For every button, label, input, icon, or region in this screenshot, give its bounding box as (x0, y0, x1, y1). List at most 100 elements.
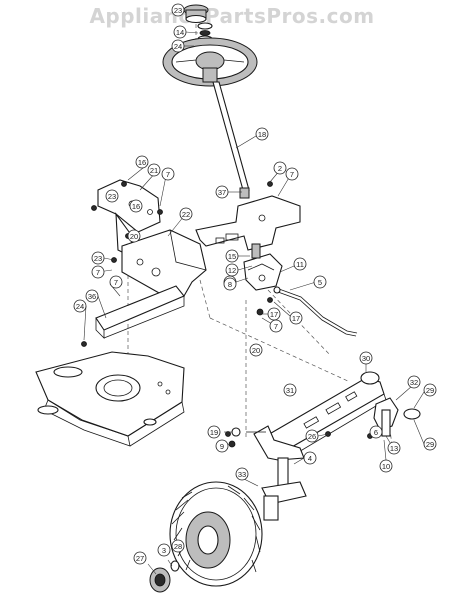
callout-label: 36 (88, 292, 96, 301)
hub-cap (149, 560, 180, 593)
callout-label: 23 (174, 6, 182, 15)
callout-label: 7 (166, 170, 170, 179)
callout-label: 21 (150, 166, 158, 175)
callout-group: 2314241816217372722151281152372436717177… (73, 3, 437, 565)
callout-17: 17 (289, 311, 303, 325)
left-spindle (253, 425, 307, 521)
callout-label: 18 (258, 130, 266, 139)
callout-label: 2 (278, 164, 282, 173)
callout-label: 16 (138, 158, 146, 167)
callout-23: 23 (105, 189, 119, 203)
callout-label: 11 (296, 260, 304, 269)
callout-9: 9 (215, 439, 229, 453)
callout-label: 29 (426, 440, 434, 449)
watermark: AppliancePartsPros.com (89, 4, 375, 28)
callout-label: 37 (218, 188, 226, 197)
callout-8: 8 (223, 277, 237, 291)
frame-bracket-left (121, 229, 207, 299)
callout-14: 14 (173, 25, 187, 39)
callout-5: 5 (313, 275, 327, 289)
callout-7: 7 (91, 265, 105, 279)
callout-7: 7 (109, 275, 123, 289)
callout-label: 27 (136, 554, 144, 563)
callout-23: 23 (171, 3, 185, 17)
steering-wheel (162, 37, 258, 87)
steering-cap (183, 4, 209, 24)
callout-label: 24 (174, 42, 182, 51)
callout-7: 7 (161, 167, 175, 181)
callout-16: 16 (135, 155, 149, 169)
callout-2: 2 (273, 161, 287, 175)
callout-4: 4 (303, 451, 317, 465)
front-tire (169, 481, 263, 587)
callout-label: 31 (286, 386, 294, 395)
callout-31: 31 (283, 383, 297, 397)
callout-7: 7 (285, 167, 299, 181)
callout-20: 20 (249, 343, 263, 357)
callout-label: 23 (108, 192, 116, 201)
callout-17: 17 (267, 307, 281, 321)
right-spindle (373, 397, 421, 437)
callout-24: 24 (73, 299, 87, 313)
callout-15: 15 (225, 249, 239, 263)
callout-label: 3 (162, 546, 166, 555)
callout-13: 13 (387, 441, 401, 455)
callout-label: 14 (176, 28, 184, 37)
callout-label: 28 (174, 542, 182, 551)
callout-leaders (83, 9, 425, 575)
callout-label: 24 (76, 302, 84, 311)
support-channel (95, 285, 185, 339)
callout-label: 17 (270, 310, 278, 319)
callout-32: 32 (407, 375, 421, 389)
callout-label: 7 (96, 268, 100, 277)
callout-16: 16 (129, 199, 143, 213)
callout-label: 29 (426, 386, 434, 395)
callout-3: 3 (157, 543, 171, 557)
callout-label: 7 (114, 278, 118, 287)
callout-label: 8 (228, 280, 232, 289)
callout-label: 32 (410, 378, 418, 387)
callout-29: 29 (423, 383, 437, 397)
callout-29: 29 (423, 437, 437, 451)
callout-30: 30 (359, 351, 373, 365)
callout-label: 4 (308, 454, 312, 463)
callout-11: 11 (293, 257, 307, 271)
callout-label: 26 (308, 432, 316, 441)
callout-label: 9 (220, 442, 224, 451)
callout-label: 23 (94, 254, 102, 263)
callout-label: 16 (132, 202, 140, 211)
callout-21: 21 (147, 163, 161, 177)
drag-link (273, 286, 358, 337)
callout-label: 5 (318, 278, 322, 287)
callout-label: 17 (292, 314, 300, 323)
callout-label: 20 (130, 232, 138, 241)
callout-12: 12 (225, 263, 239, 277)
callout-23: 23 (91, 251, 105, 265)
callout-label: 6 (374, 428, 378, 437)
callout-26: 26 (305, 429, 319, 443)
callout-label: 13 (390, 444, 398, 453)
callout-37: 37 (215, 185, 229, 199)
callout-label: 22 (182, 210, 190, 219)
callout-label: 19 (210, 428, 218, 437)
callout-6: 6 (369, 425, 383, 439)
callout-36: 36 (85, 289, 99, 303)
callout-label: 12 (228, 266, 236, 275)
callout-10: 10 (379, 459, 393, 473)
callout-33: 33 (235, 467, 249, 481)
callout-18: 18 (255, 127, 269, 141)
callout-20: 20 (127, 229, 141, 243)
dash-support (195, 195, 301, 251)
callout-19: 19 (207, 425, 221, 439)
callout-28: 28 (171, 539, 185, 553)
callout-label: 7 (290, 170, 294, 179)
callout-27: 27 (133, 551, 147, 565)
steering-shaft (212, 81, 250, 199)
callout-24: 24 (171, 39, 185, 53)
callout-7: 7 (269, 319, 283, 333)
mower-frame (35, 351, 185, 447)
callout-22: 22 (179, 207, 193, 221)
callout-label: 7 (274, 322, 278, 331)
callout-label: 15 (228, 252, 236, 261)
